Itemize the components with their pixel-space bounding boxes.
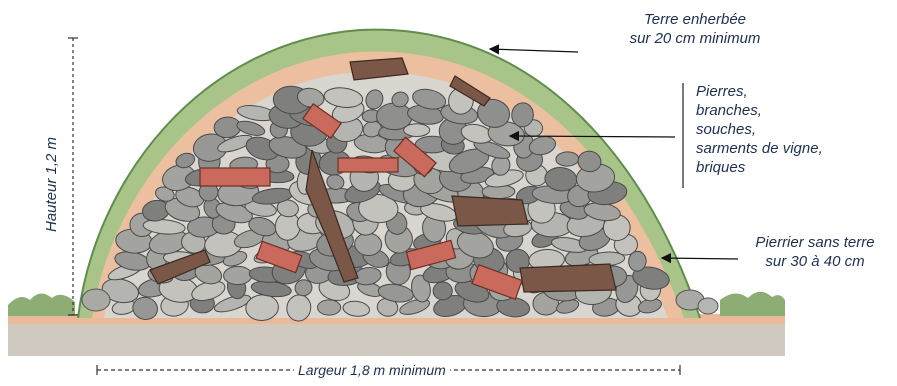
- stone: [376, 103, 412, 130]
- ground-grass-left: [8, 293, 75, 316]
- label-turf-line-1: Terre enherbée: [590, 10, 800, 29]
- label-width: Largeur 1,8 m minimum: [294, 362, 450, 378]
- stone-base-loose: [82, 289, 110, 311]
- label-height: Hauteur 1,2 m: [43, 137, 60, 232]
- arrow-turf: [490, 49, 578, 52]
- wood-branch: [520, 264, 616, 292]
- ground-grass-right: [720, 292, 785, 316]
- brick: [338, 158, 398, 172]
- stone: [433, 282, 452, 300]
- wood-branch: [452, 196, 528, 226]
- label-base-line-2: sur 30 à 40 cm: [735, 252, 895, 271]
- label-materials-line-5: briques: [696, 158, 886, 177]
- label-turf-line-2: sur 20 cm minimum: [590, 29, 800, 48]
- brick: [200, 168, 270, 186]
- stone: [556, 152, 579, 167]
- label-base-line-1: Pierrier sans terre: [735, 233, 895, 252]
- label-base: Pierrier sans terre sur 30 à 40 cm: [735, 233, 895, 271]
- label-materials: Pierres, branches, souches, sarments de …: [696, 82, 886, 177]
- label-turf: Terre enherbée sur 20 cm minimum: [590, 10, 800, 48]
- stone-base-loose: [698, 298, 718, 314]
- label-materials-line-2: branches,: [696, 101, 886, 120]
- stone: [318, 300, 341, 315]
- label-materials-line-4: sarments de vigne,: [696, 139, 886, 158]
- label-materials-line-3: souches,: [696, 120, 886, 139]
- label-materials-line-1: Pierres,: [696, 82, 886, 101]
- stone: [223, 266, 252, 285]
